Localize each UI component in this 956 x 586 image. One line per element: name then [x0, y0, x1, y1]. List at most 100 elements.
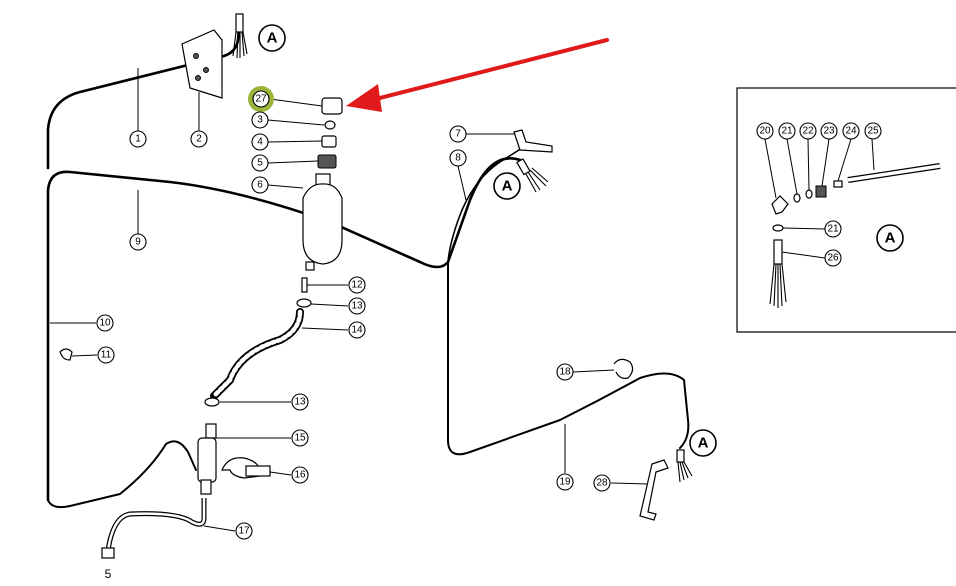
callout-circle	[251, 133, 269, 151]
callout-15: 15	[291, 429, 309, 447]
callout-number: 14	[351, 325, 363, 336]
pipe-1	[46, 16, 242, 170]
callout-19: 19	[556, 473, 574, 491]
callout-circle	[799, 122, 817, 140]
callout-11: 11	[97, 346, 115, 364]
callout-18: 18	[556, 363, 574, 381]
callout-circle	[824, 249, 842, 267]
callout-number: 25	[867, 126, 879, 137]
callout-number: 28	[596, 478, 608, 489]
bracket-part-7	[513, 129, 553, 153]
callout-10: 10	[96, 314, 114, 332]
bracket-part-28	[639, 459, 669, 521]
nut-part-5	[317, 154, 337, 169]
pump-bracket-part-16	[221, 457, 271, 479]
fuel-filter-part-6	[302, 173, 343, 271]
leader-lines	[50, 68, 875, 532]
callout-27: 27	[248, 86, 274, 112]
callout-circle	[252, 90, 270, 108]
callout-number: 3	[257, 115, 263, 126]
pipe-part-17	[101, 498, 207, 559]
view-a-marker-top: A	[258, 24, 286, 52]
callout-number: 27	[255, 94, 267, 105]
callout-circle	[251, 176, 269, 194]
callout-circle	[556, 363, 574, 381]
callout-number: 17	[238, 526, 250, 537]
callout-4: 4	[251, 133, 269, 151]
callout-number: 23	[823, 126, 835, 137]
fuel-pump-part-15	[197, 423, 217, 495]
washer-part-21	[793, 193, 801, 203]
callout-number: 10	[99, 318, 111, 329]
callout-circle	[556, 473, 574, 491]
callout-circle	[251, 154, 269, 172]
washer-part-22	[805, 189, 813, 199]
callout-22: 22	[799, 122, 817, 140]
callout-number: 11	[101, 350, 112, 361]
callout-number: 4	[257, 137, 263, 148]
callout-number: 8	[455, 153, 461, 164]
washer-part-21-lower	[772, 224, 784, 232]
callout-number: 9	[135, 237, 141, 248]
callout-number: 1	[135, 134, 141, 145]
callout-28: 28	[593, 474, 611, 492]
callout-circle	[778, 122, 796, 140]
callout-12: 12	[348, 276, 366, 294]
callout-number: 13	[351, 301, 363, 312]
callout-circle	[449, 125, 467, 143]
red-pointer-arrow	[346, 38, 609, 112]
callout-circle	[864, 122, 882, 140]
callout-circle	[129, 130, 147, 148]
callout-circle	[96, 314, 114, 332]
callout-circle	[756, 122, 774, 140]
callout-circle	[449, 149, 467, 167]
callout-number: 12	[351, 280, 363, 291]
view-a-label: A	[698, 435, 709, 452]
callout-number: 6	[257, 180, 263, 191]
callout-13: 13	[291, 393, 309, 411]
view-a-label: A	[885, 230, 896, 247]
callout-24: 24	[842, 122, 860, 140]
callout-circle	[235, 522, 253, 540]
callout-number: 21	[827, 224, 839, 235]
callout-circle	[348, 297, 366, 315]
pin-part-12	[301, 277, 308, 293]
callout-number: 15	[294, 433, 306, 444]
callout-number: 18	[559, 367, 571, 378]
callout-number: 24	[845, 126, 857, 137]
callout-13: 13	[348, 297, 366, 315]
callout-6: 6	[251, 176, 269, 194]
view-a-marker-bottom: A	[689, 429, 717, 457]
callout-circle	[291, 466, 309, 484]
pipe-8	[447, 147, 523, 263]
callout-25: 25	[864, 122, 882, 140]
callout-number: 16	[294, 470, 306, 481]
callout-circle	[291, 393, 309, 411]
drain-brush-top	[232, 13, 248, 59]
callout-circle	[820, 122, 838, 140]
callout-3: 3	[251, 111, 269, 129]
drain-brush-bottom	[676, 449, 693, 483]
callout-21: 21	[778, 122, 796, 140]
callout-circle	[190, 130, 208, 148]
washer-part-3	[324, 120, 336, 130]
callout-7: 7	[449, 125, 467, 143]
view-a-label: A	[267, 30, 278, 47]
pipe-19	[447, 261, 690, 456]
callout-circle	[251, 111, 269, 129]
callout-number: 22	[802, 126, 814, 137]
callout-circle	[348, 276, 366, 294]
nut-part-23	[815, 185, 827, 198]
bolt-part-24	[833, 180, 843, 188]
callout-number: 5	[257, 158, 263, 169]
view-a-marker-detail: A	[876, 224, 904, 252]
view-a-marker-mid: A	[493, 172, 521, 200]
clip-part-11	[59, 348, 73, 361]
callout-circle	[824, 220, 842, 238]
callout-1: 1	[129, 130, 147, 148]
callout-20: 20	[756, 122, 774, 140]
callout-26: 26	[824, 249, 842, 267]
callout-17: 17	[235, 522, 253, 540]
